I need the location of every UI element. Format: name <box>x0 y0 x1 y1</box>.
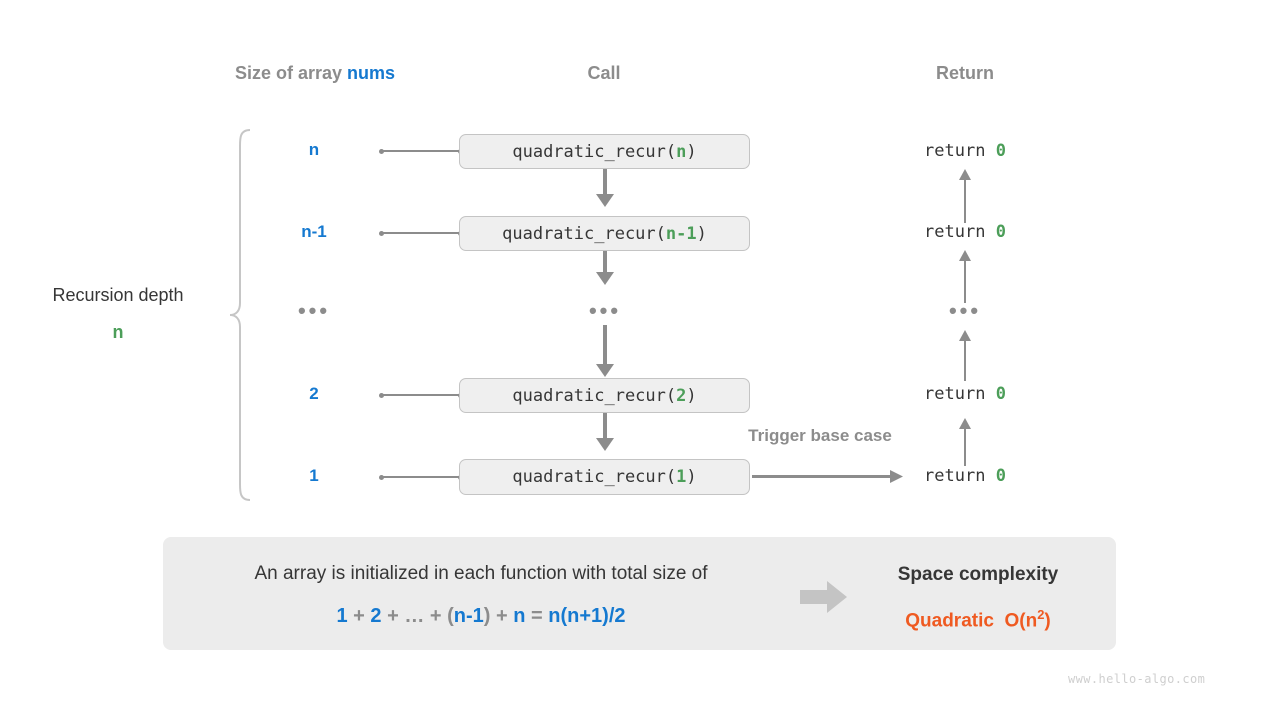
formula-paren-open: ( <box>447 605 454 627</box>
connector-dot-left-row-4 <box>379 475 384 480</box>
header-nums-var: nums <box>347 63 396 83</box>
formula-equals: = <box>525 605 549 627</box>
call-arrow-line-1-2 <box>603 251 607 273</box>
size-value-row-3: 2 <box>309 384 319 403</box>
return-text-row-1: return 0 <box>865 222 1065 242</box>
formula-op-1: + <box>347 605 371 627</box>
base-case-arrow-line <box>752 475 892 478</box>
header-size-text: Size of array <box>234 63 348 83</box>
call-arrow-head-2-3 <box>596 364 614 377</box>
recursion-depth-label: Recursion depth <box>52 285 184 305</box>
call-arrow-line-0-1 <box>603 169 607 195</box>
return-arrow-line-2-1 <box>964 256 966 303</box>
call-name-row-3: quadratic_recur( <box>512 385 677 406</box>
size-value-row-4: 1 <box>309 466 319 485</box>
return-text-row-3: return 0 <box>865 384 1065 404</box>
header-return: Return <box>936 63 994 83</box>
space-complexity-title: Space complexity <box>897 564 1059 585</box>
connector-dot-left-row-1 <box>379 231 384 236</box>
call-close-row-4: ) <box>686 467 697 487</box>
summary-panel <box>163 537 1116 650</box>
return-arrow-head-3-2 <box>959 330 971 341</box>
call-close-row-1: ) <box>696 223 707 244</box>
recursion-depth-value: n <box>112 322 124 342</box>
connector-line-row-4 <box>383 476 461 478</box>
watermark: www.hello-algo.com <box>1068 672 1206 686</box>
complexity-notation-pre: O(n <box>1004 610 1038 632</box>
call-box-row-4[interactable]: quadratic_recur(1) <box>459 459 750 495</box>
call-arrow-line-2-3 <box>603 325 607 365</box>
call-arg-row-3: 2 <box>676 385 687 406</box>
call-arg-row-4: 1 <box>676 467 687 487</box>
formula-term-4: n-1 <box>453 605 484 627</box>
summary-description: An array is initialized in each function… <box>254 563 708 584</box>
return-arrow-head-1-0 <box>959 169 971 180</box>
call-arg-row-1: n-1 <box>665 223 697 244</box>
formula-op-3: + <box>424 605 448 627</box>
return-arrow-head-4-3 <box>959 418 971 429</box>
return-word-row-1: return <box>924 222 996 242</box>
return-arrow-line-1-0 <box>964 175 966 223</box>
size-ellipsis-row-2: ••• <box>297 298 331 323</box>
call-arrow-head-1-2 <box>596 272 614 285</box>
right-arrow-icon <box>800 581 847 613</box>
connector-line-row-0 <box>383 150 461 152</box>
formula-term-1: 1 <box>336 605 348 627</box>
return-arrow-line-4-3 <box>964 424 966 466</box>
complexity-word: Quadratic <box>905 610 994 632</box>
trigger-base-case-label: Trigger base case <box>748 426 892 445</box>
return-text-row-4: return 0 <box>865 466 1065 486</box>
return-word-row-3: return <box>924 384 996 404</box>
return-value-row-0: 0 <box>995 141 1006 161</box>
formula-term-2: 2 <box>370 605 382 627</box>
call-arg-row-0: n <box>676 141 687 162</box>
base-case-arrow-head <box>890 470 903 483</box>
formula-term-5: n <box>513 605 526 627</box>
formula-paren-close: ) <box>483 605 491 627</box>
complexity-notation-post: ) <box>1044 610 1051 632</box>
call-name-row-0: quadratic_recur( <box>512 141 677 162</box>
connector-dot-left-row-0 <box>379 149 384 154</box>
summary-formula: 1 + 2 + … + (n-1) + n = n(n+1)/2 <box>173 605 789 628</box>
space-complexity-result: Quadratic O(n2) <box>868 607 1088 632</box>
call-close-row-3: ) <box>686 385 697 406</box>
call-box-row-0[interactable]: quadratic_recur(n) <box>459 134 750 169</box>
size-value-row-1: n-1 <box>301 222 327 241</box>
return-arrow-line-3-2 <box>964 336 966 381</box>
return-word-row-0: return <box>924 141 996 161</box>
complexity-notation-exponent: 2 <box>1037 607 1045 622</box>
call-ellipsis-row-2: ••• <box>588 298 622 323</box>
call-box-row-1[interactable]: quadratic_recur(n-1) <box>459 216 750 251</box>
recursion-depth-brace <box>229 129 251 501</box>
call-arrow-head-3-4 <box>596 438 614 451</box>
call-arrow-head-0-1 <box>596 194 614 207</box>
return-word-row-4: return <box>924 466 996 486</box>
return-arrow-head-2-1 <box>959 250 971 261</box>
formula-op-2: + <box>381 605 405 627</box>
return-text-row-0: return 0 <box>865 141 1065 161</box>
header-size-of-array: Size of array nums <box>190 63 440 84</box>
call-arrow-line-3-4 <box>603 413 607 439</box>
size-value-row-0: n <box>308 140 320 159</box>
connector-dot-left-row-3 <box>379 393 384 398</box>
return-ellipsis-row-2: ••• <box>948 298 982 323</box>
connector-line-row-3 <box>383 394 461 396</box>
call-name-row-4: quadratic_recur( <box>512 467 677 487</box>
call-name-row-1: quadratic_recur( <box>502 223 666 244</box>
call-box-row-3[interactable]: quadratic_recur(2) <box>459 378 750 413</box>
connector-line-row-1 <box>383 232 461 234</box>
call-close-row-0: ) <box>686 141 697 162</box>
formula-result: n(n+1)/2 <box>548 605 626 627</box>
return-value-row-3: 0 <box>995 384 1006 404</box>
formula-ellipsis: … <box>404 605 425 627</box>
header-call: Call <box>587 63 621 83</box>
return-value-row-1: 0 <box>995 222 1006 242</box>
return-value-row-4: 0 <box>995 466 1006 486</box>
formula-op-4: + <box>490 605 514 627</box>
